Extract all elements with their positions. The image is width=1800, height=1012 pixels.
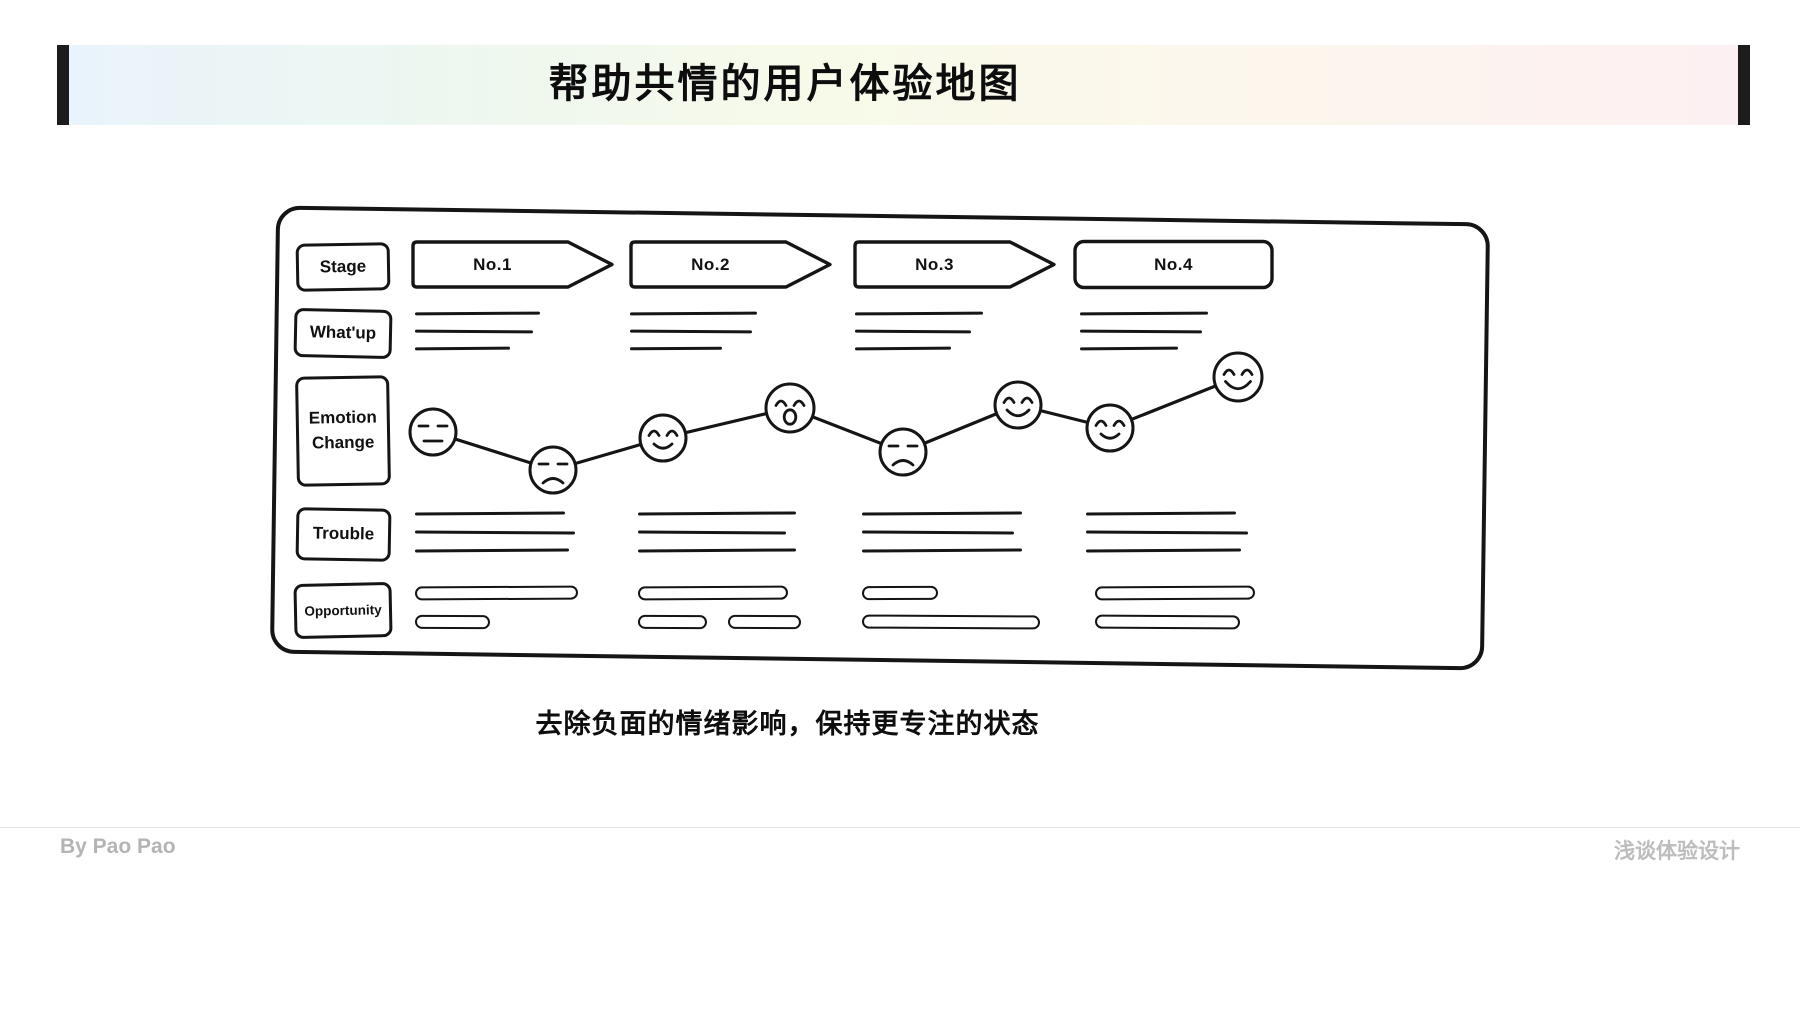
caption: 去除负面的情绪影响，保持更专注的状态 (535, 709, 1040, 739)
stage-1: No.1 (410, 238, 616, 291)
footer-author: By Pao Pao (60, 835, 176, 858)
whatup-line (854, 329, 972, 333)
stage-label: No.4 (1154, 254, 1193, 274)
opportunity-bar (861, 585, 939, 601)
banner-right-bar (1738, 45, 1750, 125)
opportunity-bar (637, 614, 708, 630)
stage-label: No.1 (473, 254, 512, 274)
trouble-line (414, 529, 576, 535)
opportunity-bar (414, 585, 579, 601)
stage-rect-shape (1073, 239, 1274, 290)
stage-label: No.3 (915, 254, 954, 274)
emotion-face-meh (408, 407, 458, 457)
emotion-face-sad (528, 445, 578, 495)
stage-arrow-shape (411, 240, 614, 289)
opportunity-bar (1094, 614, 1241, 630)
opportunity-bar (414, 614, 491, 630)
whatup-line (414, 329, 534, 333)
whatup-line (629, 329, 753, 333)
map-outline (270, 205, 1490, 671)
stage-3: No.3 (852, 238, 1058, 291)
opportunity-bar (727, 614, 802, 630)
footer-divider (0, 827, 1800, 828)
stage-arrow-shape (629, 240, 832, 289)
opportunity-bar (861, 614, 1041, 630)
emotion-face-surprised (764, 382, 816, 434)
row-label-emotion: Emotion Change (295, 375, 391, 487)
footer-brand: 浅谈体验设计 (1614, 840, 1740, 863)
stage-4: No.4 (1072, 238, 1278, 291)
whatup-line (1079, 329, 1203, 333)
banner-gradient (69, 45, 1738, 125)
trouble-line (861, 529, 1015, 535)
emotion-face-content (638, 413, 688, 463)
trouble-line (1085, 529, 1249, 535)
trouble-line (637, 529, 787, 535)
emotion-face-happy-big (1212, 351, 1264, 403)
row-label-whatup: What'up (293, 307, 393, 360)
row-label-trouble: Trouble (295, 507, 392, 562)
emotion-curve-chart (408, 351, 1264, 495)
stage-label: No.2 (691, 254, 730, 274)
opportunity-bar (1094, 585, 1256, 601)
emotion-face-happy (993, 380, 1043, 430)
opportunity-bar (637, 585, 789, 601)
page-title: 帮助共情的用户体验地图 (548, 62, 1022, 106)
stage-arrow-shape (853, 240, 1056, 289)
banner-left-bar (57, 45, 69, 125)
title-banner (57, 45, 1750, 125)
stage-2: No.2 (628, 238, 834, 291)
emotion-face-content (1085, 403, 1135, 453)
emotion-face-sad (878, 427, 928, 477)
row-label-opportunity: Opportunity (293, 581, 393, 640)
row-label-stage: Stage (295, 242, 391, 292)
